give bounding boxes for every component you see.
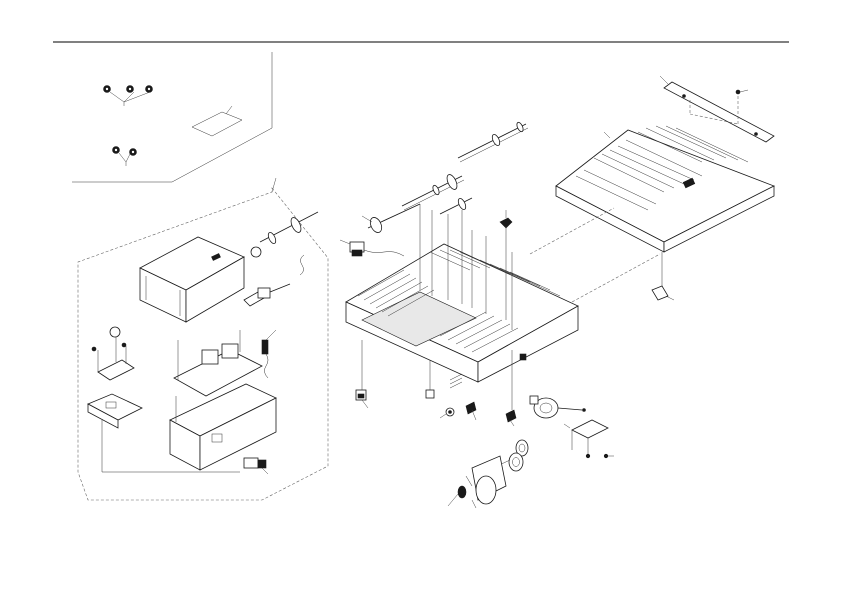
- hinge-bar: [659, 75, 775, 143]
- power-unit-inset-border: [77, 187, 329, 501]
- label-sheet: [191, 111, 243, 137]
- fan-icon: [529, 395, 586, 419]
- unit-cover-box: [139, 236, 245, 323]
- nut-icon: [103, 85, 153, 106]
- mount-bracket: [563, 419, 614, 459]
- latch-icon: [425, 360, 435, 399]
- latch-icon: [355, 340, 369, 409]
- power-board: [173, 330, 263, 397]
- connector-icon: [243, 283, 291, 307]
- leader-line: [225, 105, 233, 115]
- drive-motor: [447, 455, 507, 509]
- latch-icon: [465, 401, 477, 421]
- cable-clamp-icon: [261, 329, 277, 379]
- sensor-icon: [339, 239, 405, 257]
- leader-line: [271, 177, 277, 193]
- unit-chassis: [169, 383, 277, 471]
- latch-icon: [505, 350, 517, 427]
- main-tray: [345, 204, 579, 389]
- nut-icon: [112, 146, 137, 166]
- latch-icon: [651, 252, 675, 301]
- kit-inset-group: [72, 52, 273, 183]
- tray-window: [519, 353, 527, 361]
- tray-ribs: [357, 249, 561, 353]
- connector-icon: [243, 457, 269, 475]
- kit-inset-border: [72, 52, 273, 183]
- small-bracket: [91, 326, 135, 381]
- power-unit-inset-group: [77, 177, 329, 501]
- vent-slots: [449, 373, 463, 389]
- base-bracket: [87, 393, 143, 429]
- shaft-assembly: [250, 211, 319, 276]
- top-cover: [555, 125, 775, 253]
- assembly-guide: [571, 253, 661, 303]
- knob-icon: [439, 407, 455, 419]
- cover-ribs: [575, 125, 749, 211]
- shaft-group: [361, 121, 529, 233]
- assembly-guide: [529, 207, 615, 255]
- clip-icon: [499, 210, 513, 229]
